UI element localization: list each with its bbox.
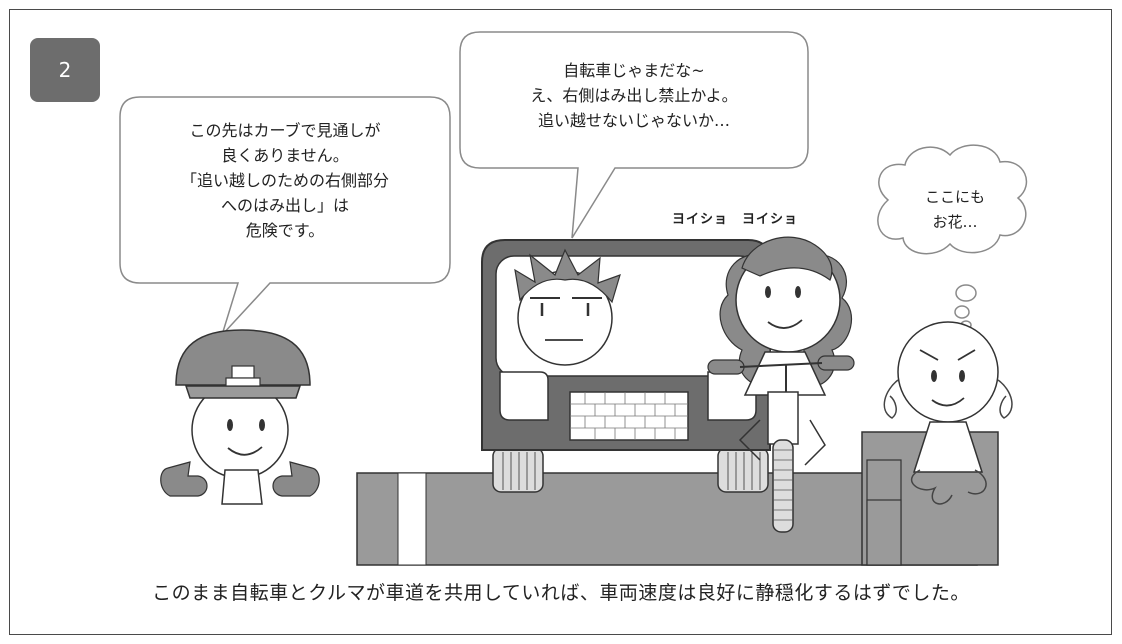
cyclist-character <box>707 236 855 533</box>
driver-character <box>514 248 621 366</box>
officer-speech-bubble <box>119 96 451 336</box>
panel-number-badge: 2 <box>30 38 100 102</box>
panel-caption: このまま自転車とクルマが車道を共用していれば、車両速度は良好に静穏化するはずでし… <box>152 582 970 604</box>
panel-number: 2 <box>58 58 72 82</box>
girl-character <box>883 321 1013 505</box>
girl-thought-text: ここにも お花… <box>924 188 985 231</box>
police-officer-character <box>160 329 320 505</box>
driver-speech-text: 自転車じゃまだな~ え、右側はみ出し禁止かよ。 追い越せないじゃないか… <box>530 61 738 130</box>
sound-effect-text: ヨイショ ヨイショ <box>672 212 799 227</box>
driver-speech-bubble <box>459 31 809 239</box>
girl-thought-cloud <box>877 144 1028 330</box>
officer-speech-text: この先はカーブで見通しが 良くありません。 「追い越しのための右側部分 へのはみ… <box>180 121 389 240</box>
